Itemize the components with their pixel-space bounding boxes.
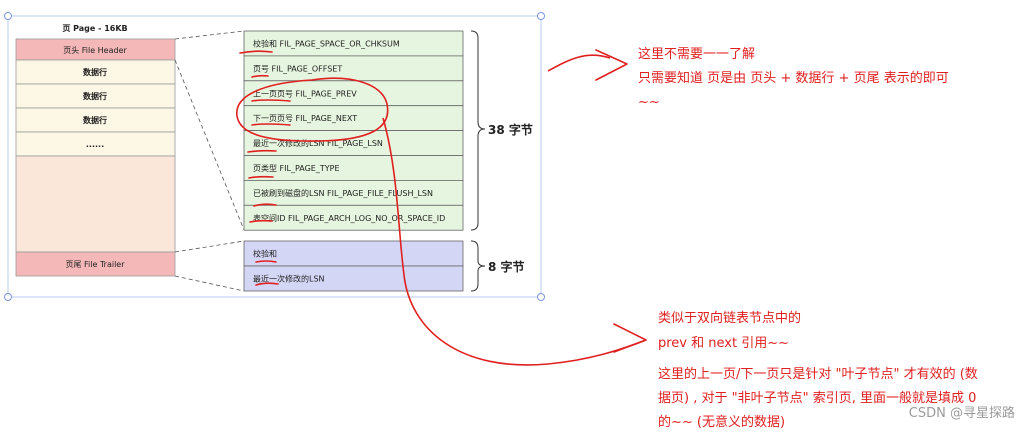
data-row-label: 数据行 (83, 91, 107, 101)
header-field-label: 表空间ID FIL_PAGE_ARCH_LOG_NO_OR_SPACE_ID (253, 213, 445, 223)
data-row-label: 数据行 (83, 115, 107, 125)
data-row-ellipsis: ...... (86, 140, 104, 149)
header-field-cell (243, 105, 464, 131)
connector-line (174, 30, 245, 40)
header-field-cell (243, 155, 464, 181)
note-bottom-line: 据页) , 对于 "非叶子节点" 索引页, 里面一般就是填成 0 (658, 390, 976, 406)
trailer-field-cell (243, 265, 464, 292)
red-connector-curve (382, 117, 647, 366)
selection-handle[interactable] (537, 12, 545, 20)
note-top-line: ~~ (638, 95, 660, 110)
header-field-label: 校验和 FIL_PAGE_SPACE_OR_CHKSUM (253, 38, 400, 48)
page-trailer-label: 页尾 File Trailer (65, 260, 125, 269)
selection-handle[interactable] (4, 12, 12, 20)
red-arrow-top (547, 54, 611, 72)
red-arrowhead (613, 323, 647, 353)
header-field-label: 最近一次修改的LSN FIL_PAGE_LSN (253, 138, 383, 148)
csdn-watermark: CSDN @寻星探路 (909, 405, 1015, 421)
trailer-field-label: 最近一次修改的LSN (253, 274, 325, 284)
underline-mark (255, 282, 279, 286)
underline-mark (249, 219, 273, 223)
header-field-cell (243, 204, 464, 231)
data-row-block (15, 59, 176, 85)
header-field-label: 页号 FIL_PAGE_OFFSET (253, 64, 342, 73)
note-bottom-line: prev 和 next 引用~~ (658, 336, 789, 351)
note-top-line: 只需要知道 页是由 页头 + 数据行 + 页尾 表示的即可 (638, 70, 949, 86)
trailer-field-label: 校验和 (253, 249, 277, 259)
header-field-label: 页类型 FIL_PAGE_TYPE (253, 163, 340, 173)
header-field-cell (243, 55, 464, 82)
underline-mark (253, 203, 277, 207)
page-header-label: 页头 File Header (63, 45, 127, 55)
trailer-size-brace (470, 240, 486, 292)
underline-mark (251, 74, 269, 78)
header-field-label: 已被刷到磁盘的LSN FIL_PAGE_FILE_FLUSH_LSN (253, 188, 433, 198)
underline-mark (251, 123, 291, 126)
data-row-block (15, 83, 176, 109)
underline-mark (251, 99, 291, 102)
prev-next-highlight-circle (236, 77, 389, 142)
data-row-label: 数据行 (83, 67, 107, 77)
data-row-block (15, 107, 176, 133)
connector-line (174, 275, 245, 292)
header-field-label: 上一页页号 FIL_PAGE_PREV (253, 89, 357, 98)
note-bottom-line: 类似于双向链表节点中的 (658, 310, 801, 326)
header-field-cell (243, 130, 464, 156)
page-title: 页 Page - 16KB (62, 24, 127, 33)
selection-handle[interactable] (537, 293, 545, 301)
connector-line (174, 240, 245, 253)
selection-handle[interactable] (4, 293, 12, 301)
note-bottom-line: 这里的上一页/下一页只是针对 "叶子节点" 才有效的 (数 (658, 366, 978, 382)
underline-mark (239, 50, 273, 54)
red-underlines (239, 50, 291, 286)
underline-mark (247, 149, 277, 153)
underline-mark (255, 260, 277, 263)
selection-frame (7, 15, 542, 298)
underline-mark (248, 175, 274, 179)
header-field-label: 下一页页号 FIL_PAGE_NEXT (253, 114, 357, 123)
page-trailer-block (15, 251, 176, 277)
note-top-line: 这里不需要一一了解 (638, 46, 755, 62)
file-header-fields: 校验和 FIL_PAGE_SPACE_OR_CHKSUM 页号 FIL_PAGE_… (243, 30, 464, 231)
trailer-size-label: 8 字节 (488, 259, 525, 274)
header-size-brace (470, 30, 486, 231)
page-free-space (15, 155, 176, 253)
note-bottom-line: 的~~ (无意义的数据) (658, 414, 785, 430)
connector-line (174, 59, 245, 231)
header-size-label: 38 字节 (488, 122, 533, 137)
red-arrowhead-top (595, 49, 628, 81)
